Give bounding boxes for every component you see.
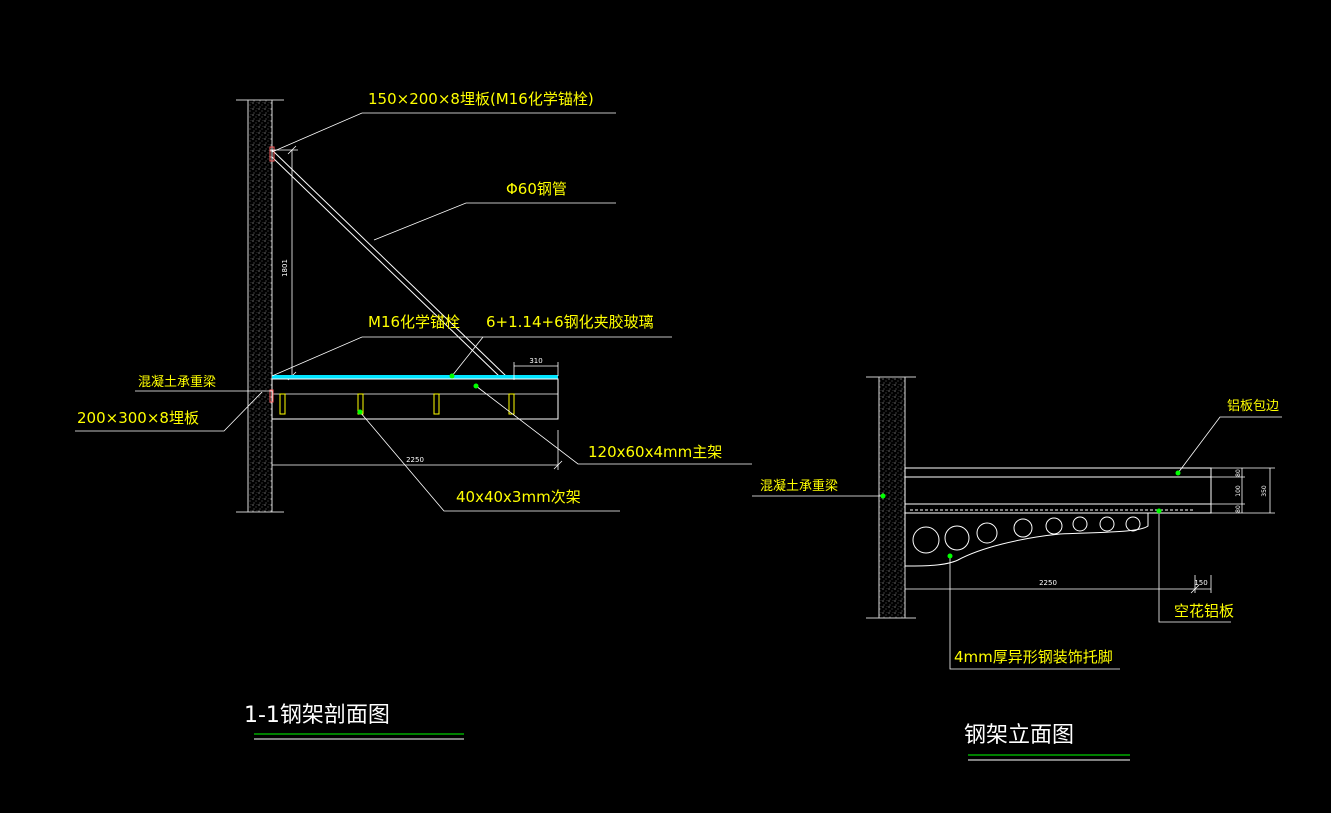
title-left: 1-1钢架剖面图 (244, 703, 390, 728)
dim-span-right-text: 2250 (1039, 579, 1057, 587)
left-section-view: 1801 310 2250 (75, 90, 752, 740)
dim-top-text: 80 (1235, 469, 1242, 477)
label-glass: 6+1.14+6钢化夹胶玻璃 (486, 313, 654, 331)
label-secondary-frame: 40x40x3mm次架 (456, 488, 581, 506)
label-embed-plate-top: 150×200×8埋板(M16化学锚栓) (368, 90, 594, 108)
embed-plate-top (269, 146, 275, 162)
dim-overhang-text: 310 (529, 357, 542, 365)
beam-bands (904, 467, 1212, 514)
label-steel-pipe: Φ60钢管 (506, 180, 567, 198)
right-elevation-view: 80 100 80 350 2250 150 铝板包边 混凝土承重梁 空 (752, 376, 1282, 761)
leader-lines-right (752, 416, 1282, 670)
label-chem-anchor: M16化学锚栓 (368, 313, 460, 331)
main-frame (271, 378, 559, 420)
dim-right-vertical (1211, 467, 1275, 514)
label-embed-plate-bottom: 200×300×8埋板 (77, 409, 199, 427)
leader-dots-left (357, 373, 479, 415)
dim-height-text: 1801 (281, 259, 289, 277)
dim-height: 1801 (270, 145, 298, 381)
dim-span-right (905, 575, 1212, 594)
dim-end-text: 150 (1194, 579, 1207, 587)
steel-pipe-diagonal (271, 149, 507, 377)
leader-dots-right (880, 470, 1181, 559)
secondary-frame-posts (279, 393, 515, 415)
dim-total-text: 350 (1261, 485, 1268, 497)
dim-span-left: 2250 (272, 430, 563, 470)
label-perforated-aluminum: 空花铝板 (1174, 602, 1234, 620)
dim-overhang: 310 (513, 357, 559, 380)
label-main-frame: 120x60x4mm主架 (588, 443, 722, 461)
label-concrete-beam-left: 混凝土承重梁 (138, 374, 216, 390)
title-right: 钢架立面图 (964, 723, 1074, 748)
dim-bottom-text: 80 (1235, 505, 1242, 513)
laminated-glass (272, 375, 558, 379)
label-aluminum-edge: 铝板包边 (1227, 399, 1279, 414)
dim-mid-text: 100 (1235, 485, 1242, 497)
concrete-wall-left (247, 99, 273, 513)
label-bracket: 4mm厚异形钢装饰托脚 (954, 648, 1113, 666)
decorative-bracket (904, 512, 1149, 567)
title-right-underline (968, 754, 1130, 761)
dim-span-left-text: 2250 (406, 456, 424, 464)
title-left-underline (254, 733, 464, 740)
leader-lines-left (75, 112, 752, 512)
label-concrete-beam-right: 混凝土承重梁 (760, 478, 838, 494)
